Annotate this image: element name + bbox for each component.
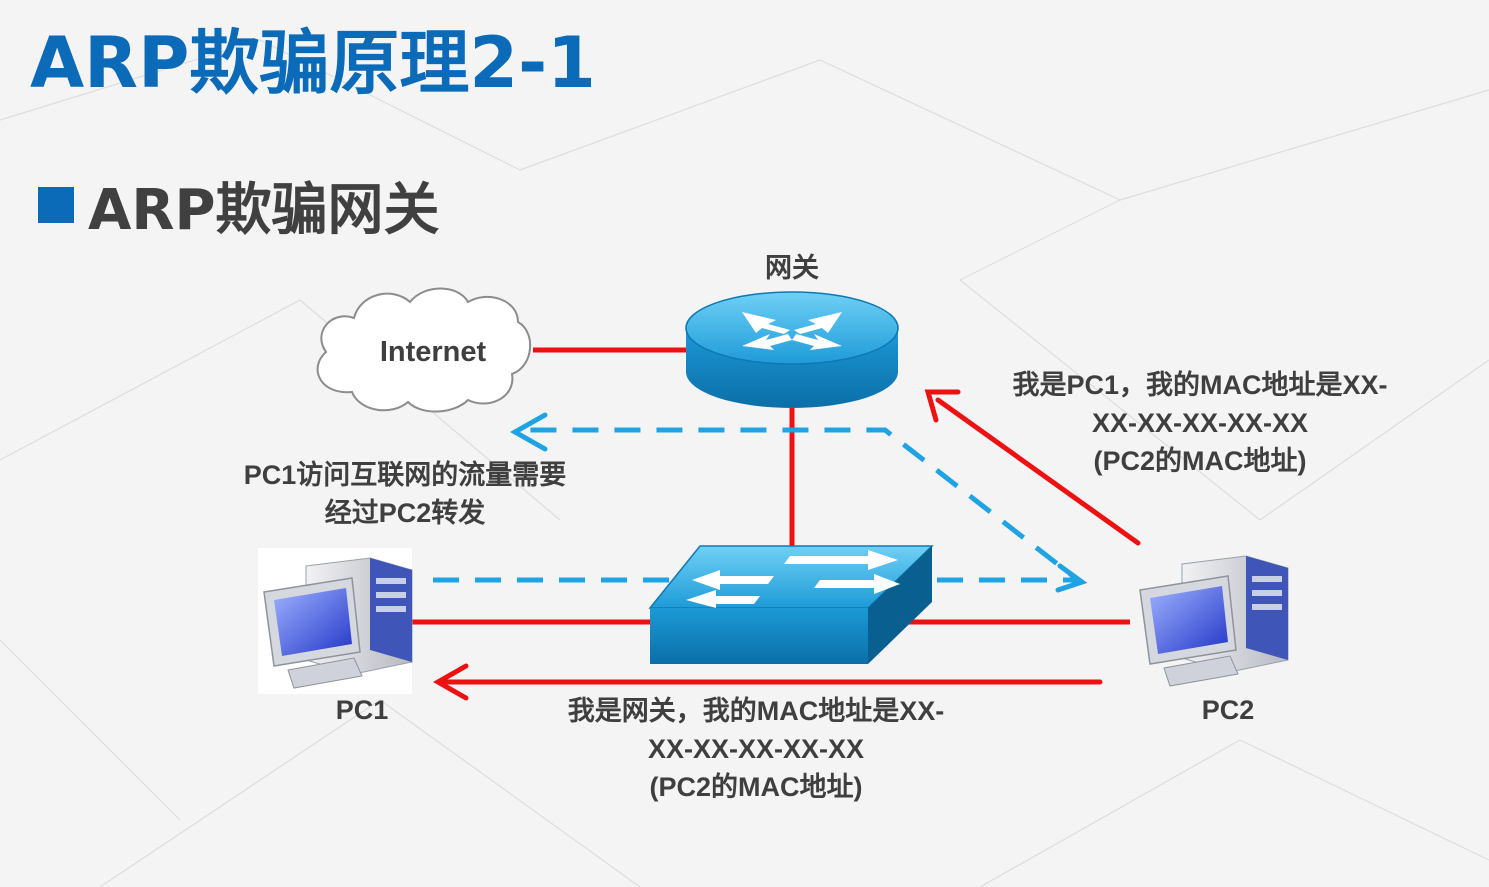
traffic-note-line: 经过PC2转发	[324, 498, 486, 528]
spoof-arrows	[432, 389, 1141, 701]
gateway-label: 网关	[765, 253, 819, 283]
internet-label: Internet	[379, 336, 487, 368]
spoof-arrow-to-pc1-head-icon	[432, 663, 469, 701]
cloud-icon	[316, 287, 532, 413]
traffic-arrow-right-icon	[1055, 563, 1088, 593]
bullet-item: ARP欺骗网关	[38, 170, 440, 243]
pc2-label: PC2	[1201, 695, 1255, 725]
spoof-message-line: (PC2的MAC地址)	[1093, 446, 1307, 476]
spoof-message-line: XX-XX-XX-XX-XX	[647, 734, 865, 764]
spoof-arrow-to-gateway-head-icon	[924, 389, 961, 423]
traffic-path	[433, 427, 1086, 583]
spoof-message-line: 我是PC1，我的MAC地址是XX-	[1012, 370, 1388, 400]
red-links	[412, 347, 1130, 625]
spoof-message-line: (PC2的MAC地址)	[649, 772, 863, 802]
traffic-note-line: PC1访问互联网的流量需要	[243, 460, 567, 490]
slide-title: ARP欺骗原理2-1	[30, 22, 596, 104]
bullet-square-icon	[38, 187, 74, 223]
spoof-arrow-to-gateway	[935, 397, 1141, 546]
spoof-message-to-pc1: 我是网关，我的MAC地址是XX- XX-XX-XX-XX-XX (PC2的MAC…	[516, 692, 996, 806]
spoof-message-to-gateway: 我是PC1，我的MAC地址是XX- XX-XX-XX-XX-XX (PC2的MA…	[960, 366, 1440, 480]
desktop-computer-icon	[258, 548, 413, 694]
spoof-message-line: XX-XX-XX-XX-XX	[1091, 408, 1309, 438]
traffic-arrow-left-icon	[509, 412, 548, 452]
pc1-label: PC1	[335, 695, 389, 725]
traffic-note: PC1访问互联网的流量需要 经过PC2转发	[190, 456, 620, 532]
spoof-message-line: 我是网关，我的MAC地址是XX-	[567, 696, 945, 726]
bullet-text: ARP欺骗网关	[88, 177, 440, 243]
traffic-path-dashed	[433, 427, 1086, 583]
router-icon	[685, 291, 899, 408]
switch-icon	[648, 545, 934, 664]
desktop-computer-icon	[1139, 555, 1289, 687]
